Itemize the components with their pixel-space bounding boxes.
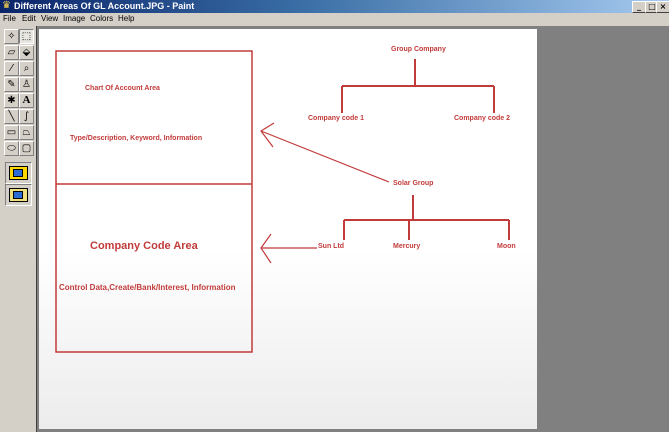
brush-icon[interactable]: ♙ (19, 77, 34, 92)
account-areas-box (55, 50, 253, 353)
company-code-area-label: Company Code Area (90, 240, 198, 252)
company-code-2-label: Company code 2 (454, 115, 511, 122)
image-canvas[interactable]: Chart Of Account Area Type/Description, … (39, 29, 537, 429)
menu-bar: File Edit View Image Colors Help (0, 13, 669, 25)
airbrush-icon[interactable]: ✱ (4, 93, 19, 108)
moon-label: Moon (497, 243, 516, 250)
select-icon[interactable]: ⬚ (19, 29, 34, 44)
polygon-icon[interactable]: ⏢ (19, 125, 34, 140)
minimize-button[interactable]: _ (632, 1, 646, 13)
menu-view[interactable]: View (41, 14, 59, 23)
control-data-label: Control Data,Create/Bank/Interest, Infor… (59, 283, 236, 292)
line-icon[interactable]: ╲ (4, 109, 19, 124)
opaque-option-icon[interactable] (5, 162, 32, 184)
chart-of-account-area-label: Chart Of Account Area (85, 85, 160, 92)
toolbox: ✧ ⬚ ▱ ⬙ ⁄ ⌕ ✎ ♙ ✱ A ╲ ∫ ▭ ⏢ ⬭ ▢ (1, 26, 35, 426)
rounded-rectangle-icon[interactable]: ▢ (19, 141, 34, 156)
canvas-workspace: Chart Of Account Area Type/Description, … (36, 26, 669, 432)
menu-help[interactable]: Help (118, 14, 135, 23)
type-description-label: Type/Description, Keyword, Information (70, 135, 203, 142)
text-tool-icon[interactable]: A (19, 93, 34, 108)
menu-file[interactable]: File (3, 14, 16, 23)
sun-ltd-label: Sun Ltd (318, 243, 345, 250)
mercury-label: Mercury (393, 243, 421, 250)
menu-edit[interactable]: Edit (22, 14, 36, 23)
pick-color-icon[interactable]: ⁄ (4, 61, 19, 76)
menu-colors[interactable]: Colors (90, 14, 114, 23)
magnifier-icon[interactable]: ⌕ (19, 61, 34, 76)
title-bar[interactable]: ♛ Different Areas Of GL Account.JPG - Pa… (0, 0, 669, 13)
arrow-head-upper (260, 122, 275, 148)
eraser-icon[interactable]: ▱ (4, 45, 19, 60)
group-company-label: Group Company (391, 46, 446, 53)
transparent-option-icon[interactable] (5, 184, 32, 206)
arrow-head-lower (260, 233, 272, 264)
free-form-select-icon[interactable]: ✧ (4, 29, 19, 44)
close-button[interactable]: × (656, 1, 669, 13)
pencil-icon[interactable]: ✎ (4, 77, 19, 92)
ellipse-icon[interactable]: ⬭ (4, 141, 19, 156)
arrow-to-chart-of-account (260, 130, 390, 183)
window-title: Different Areas Of GL Account.JPG - Pain… (14, 1, 195, 11)
curve-icon[interactable]: ∫ (19, 109, 34, 124)
company-code-1-label: Company code 1 (308, 115, 365, 122)
fill-with-color-icon[interactable]: ⬙ (19, 45, 34, 60)
menu-image[interactable]: Image (63, 14, 86, 23)
diagram-drawing (55, 50, 510, 353)
rectangle-icon[interactable]: ▭ (4, 125, 19, 140)
paint-app-icon[interactable]: ♛ (2, 0, 11, 11)
solar-group-label: Solar Group (393, 180, 434, 187)
